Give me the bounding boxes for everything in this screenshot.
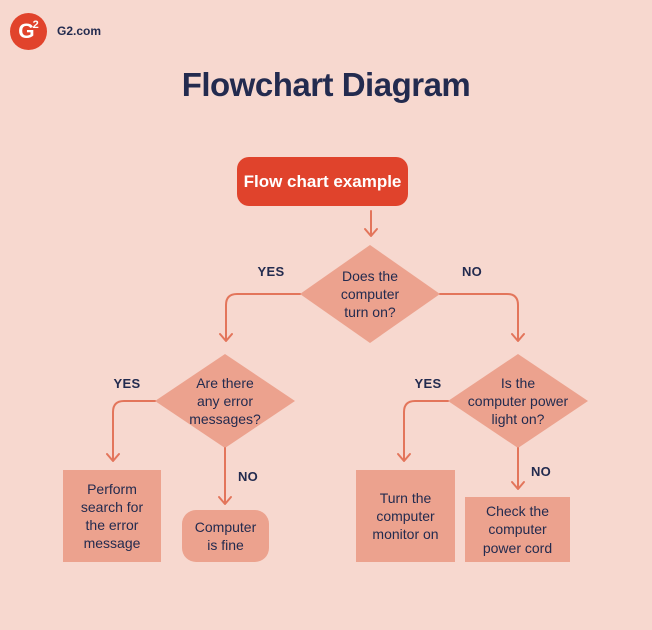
logo-letter: G [18, 20, 35, 43]
connector-start-to-d1 [364, 210, 378, 237]
outcome-text: Turn the computer monitor on [372, 489, 439, 543]
outcome-computer-fine: Computer is fine [182, 510, 269, 562]
connector-d1-no [439, 293, 525, 342]
branch-label-d1-yes: YES [257, 264, 285, 279]
decision-any-error-messages: Are there any error messages? [155, 354, 295, 448]
branch-label-d3-no: NO [530, 464, 552, 479]
decision-text: Is the computer power light on? [467, 374, 569, 428]
decision-does-computer-turn-on: Does the computer turn on? [300, 245, 440, 343]
brand-text: G2.com [57, 24, 102, 38]
outcome-text: Perform search for the error message [80, 480, 144, 552]
outcome-check-power-cord: Check the computer power cord [465, 497, 570, 562]
branch-label-d3-yes: YES [414, 376, 442, 391]
outcome-text: Computer is fine [194, 518, 257, 553]
decision-power-light-on: Is the computer power light on? [448, 354, 588, 448]
start-node: Flow chart example [237, 157, 408, 206]
page-title: Flowchart Diagram [181, 66, 471, 103]
branch-label-d1-no: NO [461, 264, 483, 279]
connector-d3-yes [397, 400, 449, 462]
decision-text: Are there any error messages? [189, 374, 261, 428]
outcome-text: Check the computer power cord [482, 503, 553, 556]
branch-label-d2-yes: YES [113, 376, 141, 391]
connector-d2-yes [106, 400, 156, 462]
connector-d1-yes [219, 293, 301, 342]
decision-text: Does the computer turn on? [340, 267, 400, 321]
logo-superscript: 2 [32, 19, 39, 31]
outcome-perform-search: Perform search for the error message [63, 470, 161, 562]
branch-label-d2-no: NO [237, 469, 259, 484]
outcome-turn-monitor-on: Turn the computer monitor on [356, 470, 455, 562]
